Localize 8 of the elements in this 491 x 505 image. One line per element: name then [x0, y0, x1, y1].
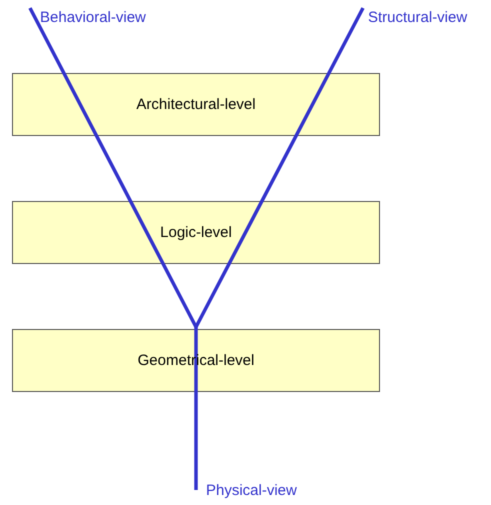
level-name: Logic-level — [160, 224, 232, 241]
level-box — [12, 201, 380, 264]
level-box — [12, 73, 380, 136]
level-name: Architectural-level — [136, 96, 256, 113]
view-label: Behavioral-view — [40, 9, 146, 26]
level-box — [12, 329, 380, 392]
view-label: Physical-view — [206, 482, 297, 499]
view-label: Structural-view — [368, 9, 468, 26]
